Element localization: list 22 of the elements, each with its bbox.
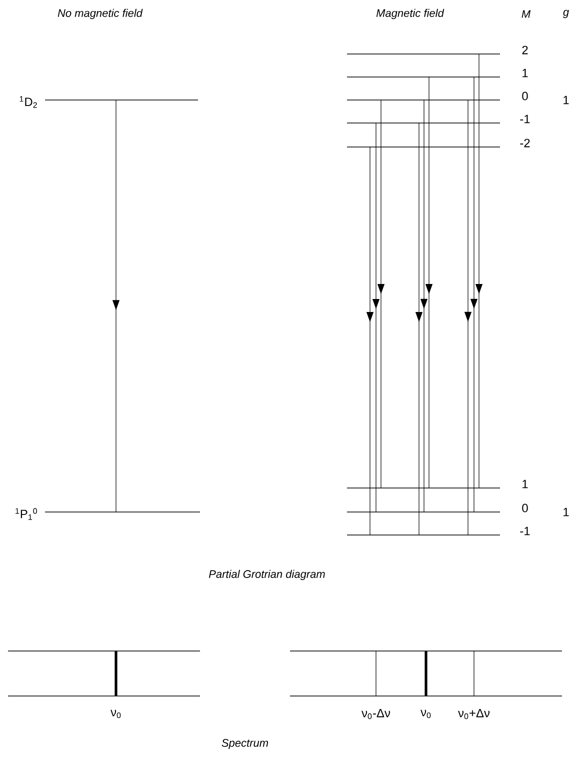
value-label: ν$_{0}$ xyxy=(420,710,431,718)
value-label: ν$_{0}$-Δν xyxy=(362,708,390,720)
energy-level: $^{1}$D$_{2}$ xyxy=(20,96,198,108)
value-label: ν$_{0}$+Δν xyxy=(458,708,490,720)
energy-level: 1 xyxy=(346,480,528,488)
energy-level: -1 xyxy=(346,526,530,536)
value-label: 1 xyxy=(564,508,569,516)
energy-level: 0 xyxy=(346,504,528,512)
heading: No magnetic field xyxy=(58,8,143,20)
heading: Spectrum xyxy=(222,739,268,749)
heading: M xyxy=(522,10,531,18)
value-label: 1 xyxy=(564,96,569,104)
energy-level: 1 xyxy=(346,68,528,78)
energy-level: -1 xyxy=(346,114,530,124)
heading: g xyxy=(562,10,569,18)
energy-level: -2 xyxy=(346,138,530,148)
energy-level: $^{1}$P$_{1}$0 xyxy=(16,508,200,520)
energy-level: 0 xyxy=(346,92,528,100)
value-label: ν$_{0}$ xyxy=(110,710,121,718)
energy-level: 2 xyxy=(346,46,528,54)
title: Partial Grotrian diagram xyxy=(208,570,325,580)
heading: Magnetic field xyxy=(376,8,444,20)
